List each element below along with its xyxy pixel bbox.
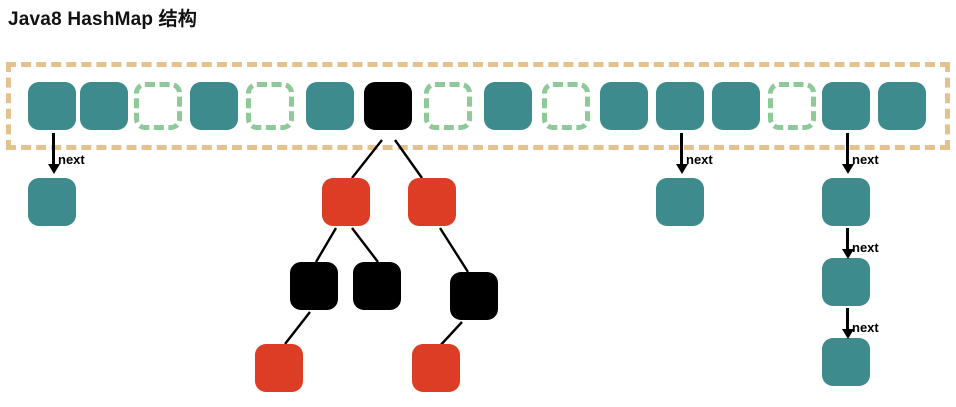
bucket-cell-13-empty[interactable] bbox=[768, 82, 816, 130]
chain-bucket-14-next-label-3: next bbox=[852, 320, 879, 335]
bucket-cell-7-empty[interactable] bbox=[424, 82, 472, 130]
bucket-cell-11[interactable] bbox=[656, 82, 704, 130]
chain-bucket-14-next-arrow-1 bbox=[841, 133, 854, 174]
chain-bucket-14-node-1[interactable] bbox=[822, 178, 870, 226]
tree-node-t-r3-a[interactable] bbox=[255, 344, 303, 392]
tree-edge-t-r1-b-to-t-r2-c bbox=[438, 227, 470, 273]
bucket-cell-8[interactable] bbox=[484, 82, 532, 130]
tree-node-t-r1-b[interactable] bbox=[408, 178, 456, 226]
tree-node-t-r2-b[interactable] bbox=[353, 262, 401, 310]
chain-bucket-14-node-2[interactable] bbox=[822, 258, 870, 306]
bucket-cell-1[interactable] bbox=[80, 82, 128, 130]
bucket-cell-0[interactable] bbox=[28, 82, 76, 130]
chain-bucket-14-next-arrow-2 bbox=[841, 228, 854, 259]
tree-node-t-r1-a[interactable] bbox=[322, 178, 370, 226]
chain-bucket-11-node-1[interactable] bbox=[656, 178, 704, 226]
bucket-cell-4-empty[interactable] bbox=[246, 82, 294, 130]
chain-bucket-0-next-label-1: next bbox=[58, 152, 85, 167]
chain-bucket-11-next-label-1: next bbox=[686, 152, 713, 167]
bucket-cell-14[interactable] bbox=[822, 82, 870, 130]
bucket-cell-3[interactable] bbox=[190, 82, 238, 130]
chain-bucket-14-next-arrow-3 bbox=[841, 308, 854, 339]
bucket-cell-6[interactable] bbox=[364, 82, 412, 130]
chain-bucket-0-node-1[interactable] bbox=[28, 178, 76, 226]
tree-node-t-r2-a[interactable] bbox=[290, 262, 338, 310]
hash-bucket-array bbox=[6, 62, 950, 150]
tree-edge-t-r1-a-to-t-r2-a bbox=[314, 227, 338, 263]
chain-bucket-11-next-arrow-1 bbox=[675, 133, 688, 174]
bucket-cell-12[interactable] bbox=[712, 82, 760, 130]
bucket-cell-2-empty[interactable] bbox=[134, 82, 182, 130]
bucket-cell-9-empty[interactable] bbox=[542, 82, 590, 130]
bucket-cell-5[interactable] bbox=[306, 82, 354, 130]
chain-bucket-14-next-label-2: next bbox=[852, 240, 879, 255]
tree-node-t-r3-b[interactable] bbox=[412, 344, 460, 392]
chain-bucket-14-next-label-1: next bbox=[852, 152, 879, 167]
bucket-cell-10[interactable] bbox=[600, 82, 648, 130]
tree-edge-t-r1-a-to-t-r2-b bbox=[351, 227, 379, 263]
tree-edge-t-r2-a-to-t-r3-a bbox=[284, 311, 311, 345]
page-title: Java8 HashMap 结构 bbox=[8, 9, 198, 30]
bucket-cell-15[interactable] bbox=[878, 82, 926, 130]
chain-bucket-14-node-3[interactable] bbox=[822, 338, 870, 386]
chain-bucket-0-next-arrow-1 bbox=[47, 133, 60, 174]
tree-node-t-r2-c[interactable] bbox=[450, 272, 498, 320]
